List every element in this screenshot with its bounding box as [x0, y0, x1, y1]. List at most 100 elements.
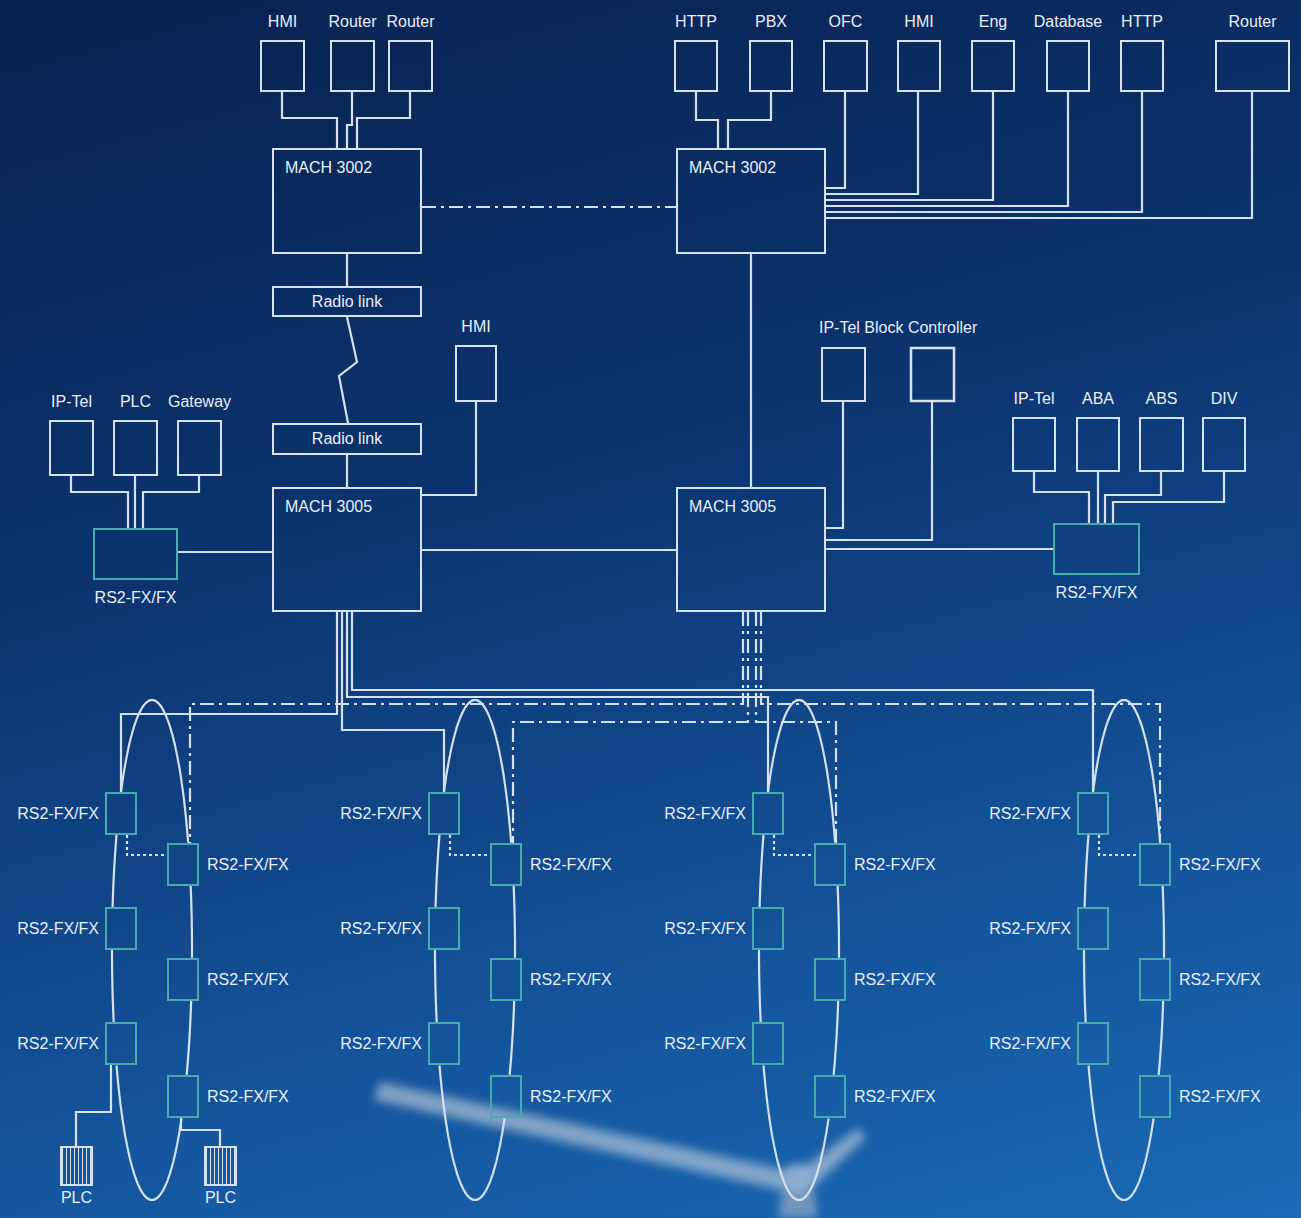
ring-switch-box: RS2-FX/FX — [490, 958, 522, 1001]
link-line — [435, 950, 437, 1022]
link-line — [826, 92, 993, 200]
ring-switch-box: RS2-FX/FX — [1139, 843, 1171, 886]
link-line — [756, 612, 836, 843]
link-line — [357, 92, 410, 148]
device-box: OFC — [823, 40, 868, 92]
link-line — [190, 612, 743, 843]
node-label: HMI — [461, 318, 490, 336]
ring-switch-box: RS2-FX/FX — [167, 1075, 199, 1118]
device-box: HTTP — [1120, 40, 1164, 92]
link-line — [826, 92, 845, 188]
device-box: ABS — [1139, 417, 1184, 472]
node-label: RS2-FX/FX — [340, 805, 422, 823]
link-line — [181, 1118, 220, 1146]
link-line — [759, 950, 761, 1022]
ring-switch-box: RS2-FX/FX — [1077, 907, 1109, 950]
link-line — [1085, 835, 1089, 907]
link-line — [750, 254, 752, 487]
link-line — [1163, 886, 1164, 958]
link-line — [826, 548, 1053, 550]
link-line — [513, 612, 748, 843]
node-label: IP-Tel — [1014, 390, 1055, 408]
link-line — [1089, 1066, 1154, 1201]
device-box: HMI — [260, 40, 305, 92]
link-line — [1034, 472, 1089, 523]
node-label: RS2-FX/FX — [1179, 1088, 1261, 1106]
device-box — [911, 348, 954, 401]
node-label: Radio link — [312, 293, 382, 311]
device-box: Gateway — [177, 420, 222, 476]
link-line — [71, 476, 128, 528]
device-box: Router — [388, 40, 433, 92]
plc-box: PLC — [204, 1146, 237, 1186]
link-line — [178, 551, 272, 553]
radio-box: Radio link — [272, 423, 422, 455]
link-line — [826, 92, 1068, 206]
link-line — [834, 1001, 839, 1075]
node-label: RS2-FX/FX — [340, 920, 422, 938]
link-line — [112, 950, 114, 1022]
ring-switch-box: RS2-FX/FX — [105, 792, 137, 835]
device-box: HTTP — [674, 40, 718, 92]
link-line — [826, 92, 918, 194]
link-line — [339, 317, 357, 423]
ring-switch-box: RS2-FX/FX — [1139, 958, 1171, 1001]
node-label: PLC — [120, 393, 151, 411]
node-label: Router — [1228, 13, 1276, 31]
node-label: RS2-FX/FX — [340, 1035, 422, 1053]
ring-switch-box: RS2-FX/FX — [752, 907, 784, 950]
link-line — [838, 886, 839, 958]
ring-switch-box: RS2-FX/FX — [752, 792, 784, 835]
rail-switch-box: RS2-FX/FX — [93, 528, 178, 580]
wire — [826, 402, 932, 540]
ring-switch-box: RS2-FX/FX — [1077, 792, 1109, 835]
ring-switch-box: RS2-FX/FX — [490, 1075, 522, 1118]
node-label: ABA — [1082, 390, 1114, 408]
link-line — [826, 92, 1142, 212]
link-line — [826, 92, 1252, 218]
link-line — [127, 835, 167, 855]
device-box: DIV — [1202, 417, 1246, 472]
link-line — [764, 1066, 829, 1201]
switch-box: MACH 3005 — [272, 487, 422, 612]
node-label: RS2-FX/FX — [207, 1088, 289, 1106]
device-box: Router — [1215, 40, 1290, 92]
device-box: Router — [330, 40, 375, 92]
device-box: IP-Tel — [1012, 417, 1056, 472]
ring-switch-box: RS2-FX/FX — [814, 843, 846, 886]
node-label: Router — [386, 13, 434, 31]
link-line — [514, 886, 515, 958]
device-box: ABA — [1076, 417, 1120, 472]
link-line — [117, 1066, 182, 1201]
link-line — [342, 612, 444, 792]
ring-switch-box: RS2-FX/FX — [1077, 1022, 1109, 1065]
link-line — [346, 254, 348, 286]
link-line — [774, 835, 814, 855]
node-label: RS2-FX/FX — [854, 1088, 936, 1106]
link-line — [121, 700, 188, 843]
ring-switch-box: RS2-FX/FX — [428, 1022, 460, 1065]
node-label: RS2-FX/FX — [530, 971, 612, 989]
ring-switch-box: RS2-FX/FX — [752, 1022, 784, 1065]
link-line — [1113, 472, 1224, 523]
link-line — [76, 1065, 111, 1146]
node-label: RS2-FX/FX — [989, 1035, 1071, 1053]
node-label: RS2-FX/FX — [530, 856, 612, 874]
ring-switch-box: RS2-FX/FX — [428, 907, 460, 950]
ring-switch-box: RS2-FX/FX — [814, 958, 846, 1001]
switch-box: MACH 3002 — [272, 148, 422, 254]
link-line — [422, 402, 476, 495]
link-line — [450, 835, 490, 855]
device-box: Eng — [971, 40, 1015, 92]
node-label: PLC — [61, 1189, 92, 1207]
link-line — [826, 402, 843, 528]
node-label: DIV — [1211, 390, 1238, 408]
link-line — [347, 612, 768, 792]
node-label: RS2-FX/FX — [17, 1035, 99, 1053]
link-line — [696, 92, 718, 148]
link-line — [113, 835, 117, 907]
node-label: PBX — [755, 13, 787, 31]
link-line — [187, 1001, 192, 1075]
link-line — [444, 700, 511, 843]
